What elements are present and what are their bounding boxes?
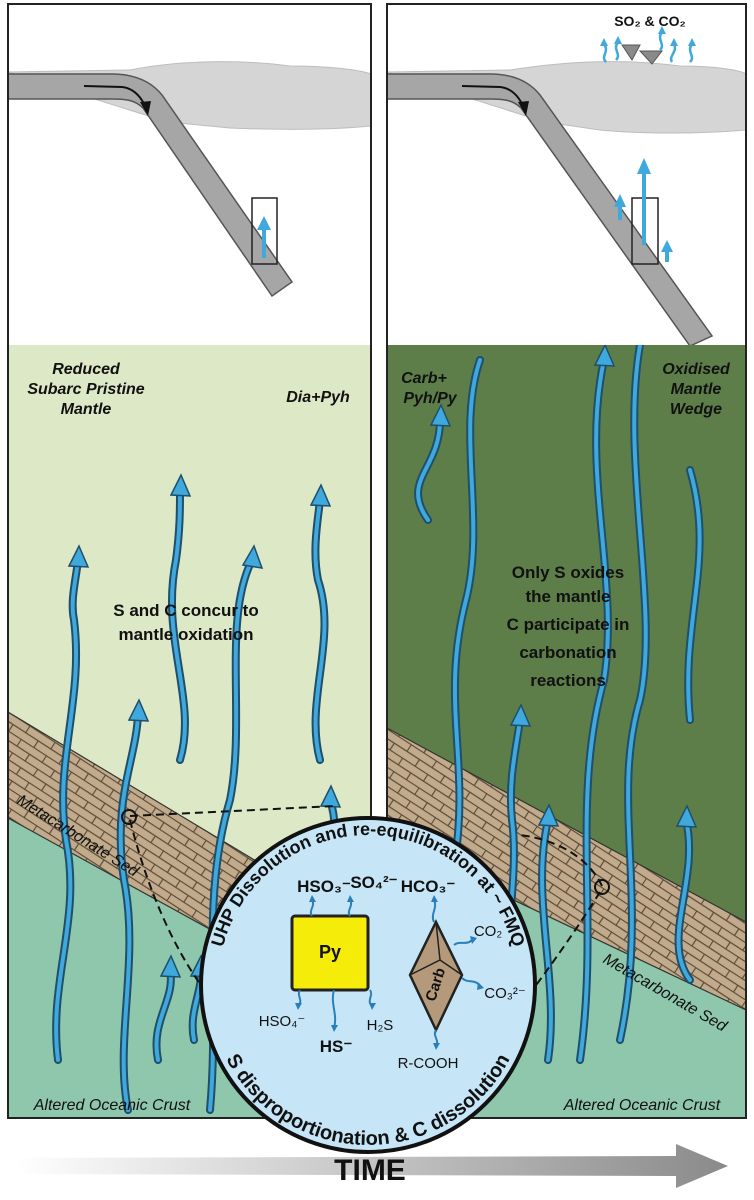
dia-pyh-label: Dia+Pyh xyxy=(286,389,350,406)
species-hs: HS⁻ xyxy=(320,1037,353,1056)
carb-label-2: Pyh/Py xyxy=(403,390,457,407)
subducting-slab-left xyxy=(8,73,294,298)
species-hso4: HSO₄⁻ xyxy=(259,1013,306,1030)
zoom-point-left xyxy=(121,809,137,825)
reduced-mantle-label-3: Mantle xyxy=(61,401,112,418)
left-panel-border xyxy=(7,3,372,1119)
oxidised-wedge-label-3: Wedge xyxy=(670,401,722,418)
time-arrow: TIME xyxy=(16,1144,728,1188)
rising-fluid-arrows-right xyxy=(614,158,673,262)
carb-label-1: Carb+ xyxy=(401,370,447,387)
species-hso3: HSO₃⁻ xyxy=(297,877,351,896)
subducting-slab-right xyxy=(387,73,714,346)
species-so4: SO₄²⁻ xyxy=(350,873,397,892)
species-hco3: HCO₃⁻ xyxy=(401,877,456,896)
process-text-right-1: Only S oxides xyxy=(512,563,624,582)
reduced-mantle-label-2: Subarc Pristine xyxy=(27,381,144,398)
inset-circle: UHP Dissolution and re-equilibration at … xyxy=(199,816,537,1154)
svg-text:Py: Py xyxy=(319,942,341,962)
zoom-point-right xyxy=(594,879,610,895)
process-text-right-2: the mantle xyxy=(525,587,610,606)
species-co3: CO₃²⁻ xyxy=(484,985,526,1002)
process-text-right-3: C participate in xyxy=(507,615,630,634)
volcano-icon xyxy=(621,44,664,65)
process-text-right-4: carbonation xyxy=(519,643,616,662)
left-top-panel xyxy=(8,4,371,346)
process-text-left-1: S and C concur to xyxy=(113,601,258,620)
species-co2: CO₂ xyxy=(474,923,503,940)
pyrite-crystal: Py xyxy=(290,914,370,992)
right-panel-border xyxy=(386,3,747,1119)
species-rcooh: R-COOH xyxy=(398,1055,459,1072)
oxidised-wedge-label-2: Mantle xyxy=(671,381,722,398)
time-label: TIME xyxy=(334,1154,406,1187)
crust-label-left: Altered Oceanic Crust xyxy=(33,1097,191,1114)
reduced-mantle-label-1: Reduced xyxy=(52,361,121,378)
process-text-left-2: mantle oxidation xyxy=(118,625,253,644)
crust-label-right: Altered Oceanic Crust xyxy=(563,1097,721,1114)
oxidised-wedge-label-1: Oxidised xyxy=(662,361,731,378)
process-text-right-5: reactions xyxy=(530,671,606,690)
right-top-panel: SO₂ & CO₂ xyxy=(387,4,746,346)
species-h2s: H₂S xyxy=(367,1017,394,1034)
gas-label: SO₂ & CO₂ xyxy=(614,13,686,29)
inset-box-left xyxy=(251,197,278,265)
